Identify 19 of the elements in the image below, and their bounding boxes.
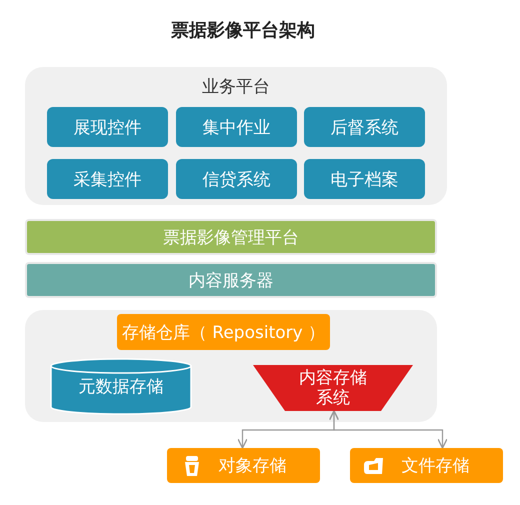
module-box: 后督系统 (304, 107, 425, 147)
box-label: 文件存储 (402, 455, 470, 477)
module-box: 集中作业 (176, 107, 297, 147)
layer-bar: 票据影像管理平台 (25, 219, 437, 255)
module-box: 信贷系统 (176, 159, 297, 199)
storage-panel (25, 310, 437, 422)
storage-box (350, 448, 503, 483)
box-label: 对象存储 (218, 455, 286, 477)
module-box: 采集控件 (47, 159, 168, 199)
layer-bar: 内容服务器 (25, 262, 437, 298)
storage-box (167, 448, 320, 483)
platform-panel (25, 67, 447, 205)
module-box: 电子档案 (304, 159, 425, 199)
module-box: 展现控件 (47, 107, 168, 147)
diagram-title: 票据影像平台架构 (170, 19, 316, 42)
arrow (328, 410, 448, 449)
repository-box: 存储仓库（ Repository ） (117, 314, 330, 350)
panel-heading: 业务平台 (201, 76, 271, 98)
storage-trapezoid: 内容存储系统 (253, 365, 413, 411)
